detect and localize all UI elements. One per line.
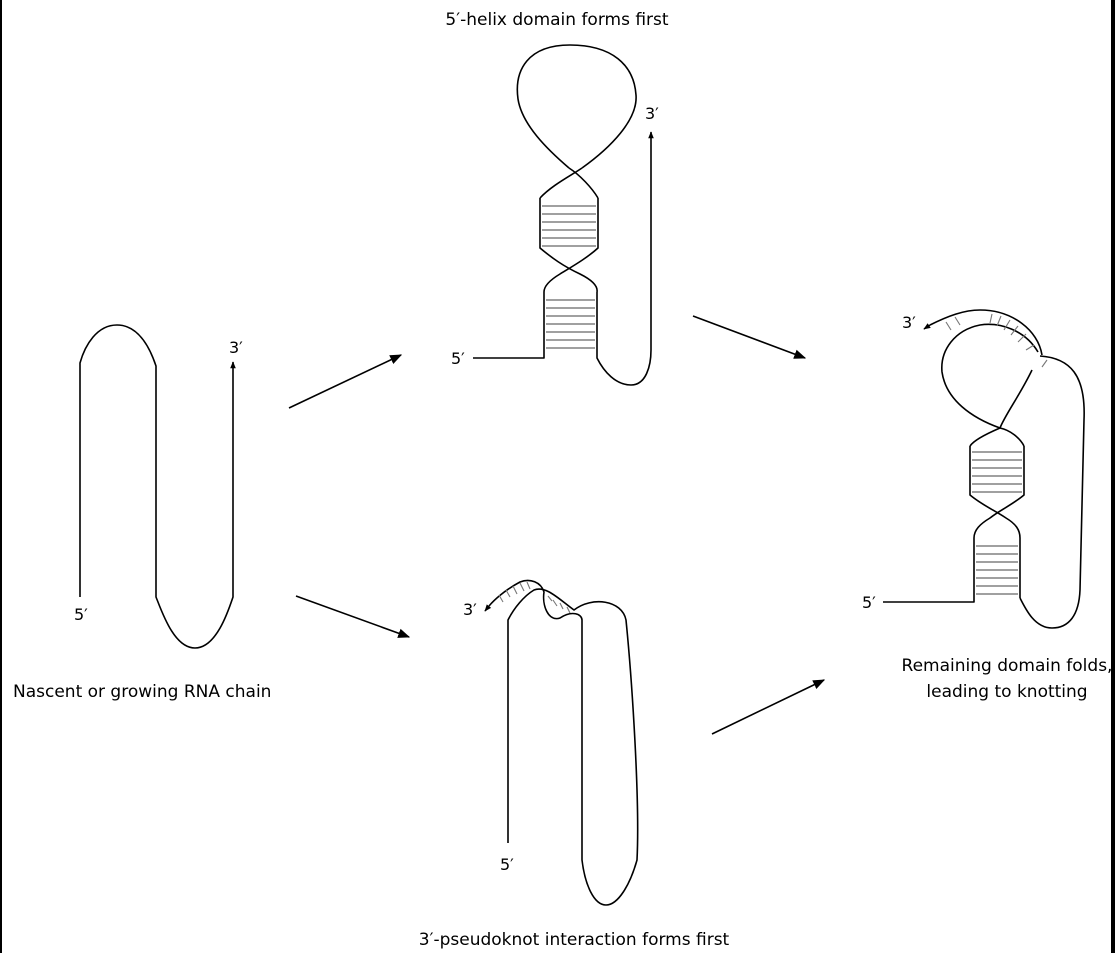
knot-helix-base-pairs <box>972 452 1022 594</box>
knotted-structure: 5′ 3′ <box>862 310 1084 628</box>
helix-3prime-label: 3′ <box>645 104 659 123</box>
arrow-to-pseudoknot-first <box>296 596 409 637</box>
pseudoknot-5prime-label: 5′ <box>500 855 514 874</box>
helix-hairpin-structure: 5′ 3′ <box>451 45 659 385</box>
pseudoknot-structure: 5′ 3′ <box>463 580 638 905</box>
helix-5prime-label: 5′ <box>451 349 465 368</box>
caption-top: 5′-helix domain forms first <box>445 10 668 30</box>
caption-bottom: 3′-pseudoknot interaction forms first <box>419 930 730 950</box>
knot-3prime-label: 3′ <box>902 313 916 332</box>
transition-arrows <box>289 316 824 734</box>
nascent-3prime-label: 3′ <box>229 338 243 357</box>
helix-base-pairs <box>542 206 596 348</box>
nascent-rna-chain: 5′ 3′ <box>74 325 243 648</box>
caption-left: Nascent or growing RNA chain <box>13 682 271 702</box>
knot-pairing-ticks <box>946 314 1047 367</box>
caption-right-line2: leading to knotting <box>926 682 1087 702</box>
pseudoknot-pairing-ticks <box>499 582 570 613</box>
arrow-pseudoknot-to-knot <box>712 680 824 734</box>
pseudoknot-3prime-label: 3′ <box>463 600 477 619</box>
arrow-helix-to-knot <box>693 316 805 358</box>
nascent-5prime-label: 5′ <box>74 605 88 624</box>
caption-right-line1: Remaining domain folds, <box>902 656 1113 676</box>
knot-5prime-label: 5′ <box>862 593 876 612</box>
arrow-to-helix-first <box>289 355 401 408</box>
